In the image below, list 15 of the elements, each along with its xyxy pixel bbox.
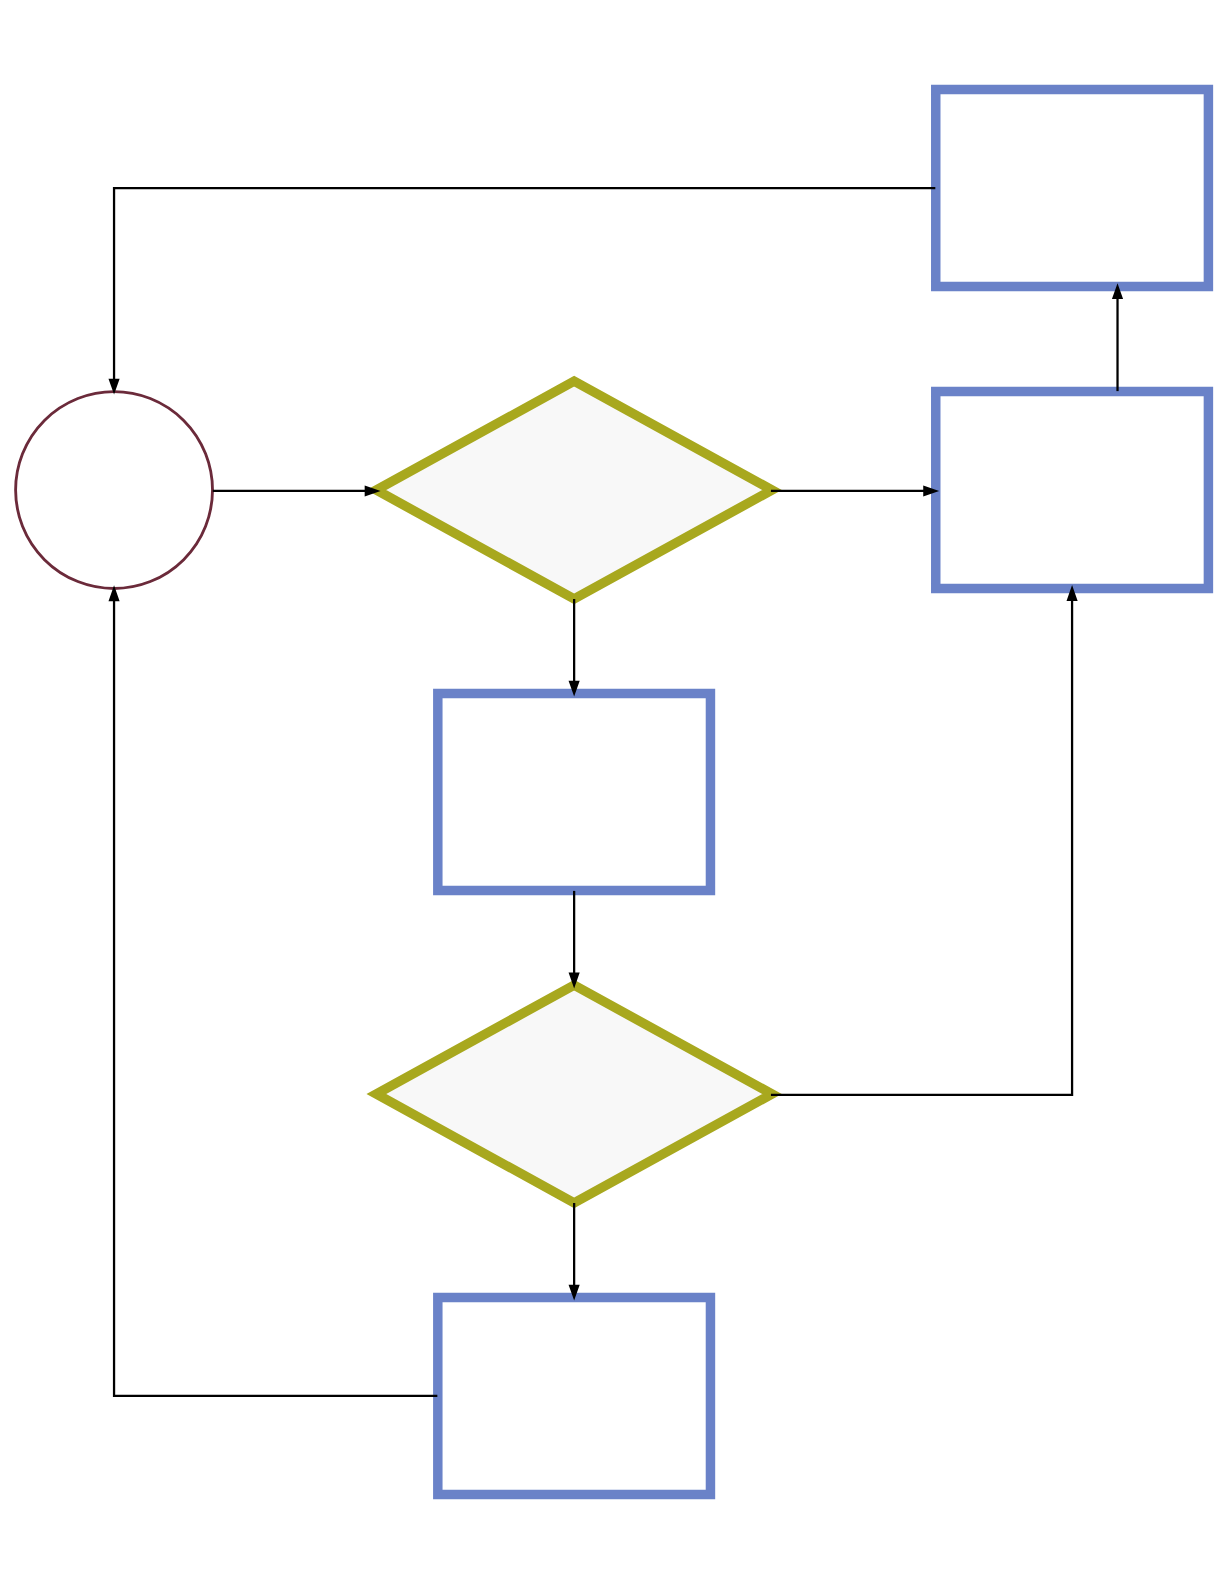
arrow bbox=[108, 186, 936, 395]
node-diamond bbox=[366, 979, 782, 1209]
arrow bbox=[770, 485, 940, 497]
arrow bbox=[212, 485, 381, 497]
arrow bbox=[1111, 283, 1124, 392]
arrow bbox=[770, 585, 1078, 1097]
node-box bbox=[931, 84, 1214, 292]
arrow bbox=[568, 1203, 580, 1301]
arrow bbox=[108, 585, 438, 1398]
node-box bbox=[433, 1292, 716, 1500]
node-box bbox=[433, 688, 716, 896]
node-circle bbox=[14, 390, 214, 590]
arrow bbox=[568, 890, 580, 989]
node-box bbox=[931, 386, 1214, 594]
arrow bbox=[568, 599, 580, 697]
